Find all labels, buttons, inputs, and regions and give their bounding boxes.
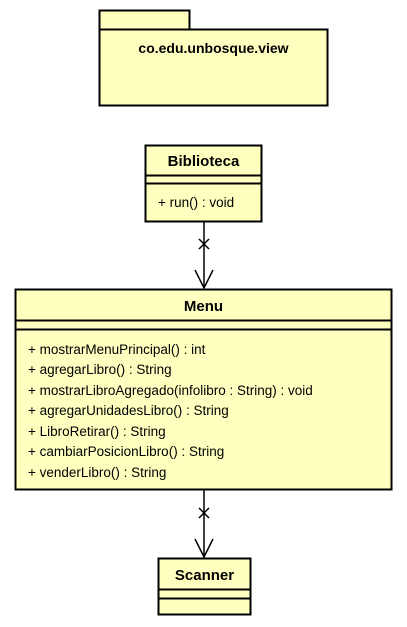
package-body [98,28,329,107]
class-menu-method: + agregarLibro() : String [28,362,172,377]
class-biblioteca-name: Biblioteca [168,153,240,170]
class-scanner-box [157,557,252,616]
class-menu-box [14,288,393,491]
class-menu-name: Menu [184,298,223,315]
class-biblioteca[interactable]: Biblioteca + run() : void [144,144,263,223]
class-menu-method: + LibroRetirar() : String [28,424,166,439]
class-scanner[interactable]: Scanner [157,557,252,616]
class-menu[interactable]: Menu + mostrarMenuPrincipal() : int + ag… [14,288,393,491]
class-menu-method: + cambiarPosicionLibro() : String [28,444,224,459]
x-end-marker-icon [198,507,210,519]
association-menu-scanner[interactable] [194,490,214,559]
class-menu-method: + mostrarLibroAgregado(infolibro : Strin… [28,383,313,398]
class-menu-method: + agregarUnidadesLibro() : String [28,403,229,418]
open-arrow-icon [194,538,214,559]
package-tab [98,9,191,31]
class-menu-method: + venderLibro() : String [28,465,166,480]
package-name: co.edu.unbosque.view [138,40,288,56]
class-biblioteca-method: + run() : void [158,195,234,210]
package-view[interactable]: co.edu.unbosque.view [98,9,329,107]
association-biblioteca-menu[interactable] [194,222,214,290]
open-arrow-icon [194,269,214,290]
class-menu-method: + mostrarMenuPrincipal() : int [28,342,206,357]
class-scanner-name: Scanner [175,567,234,584]
x-end-marker-icon [198,238,210,250]
